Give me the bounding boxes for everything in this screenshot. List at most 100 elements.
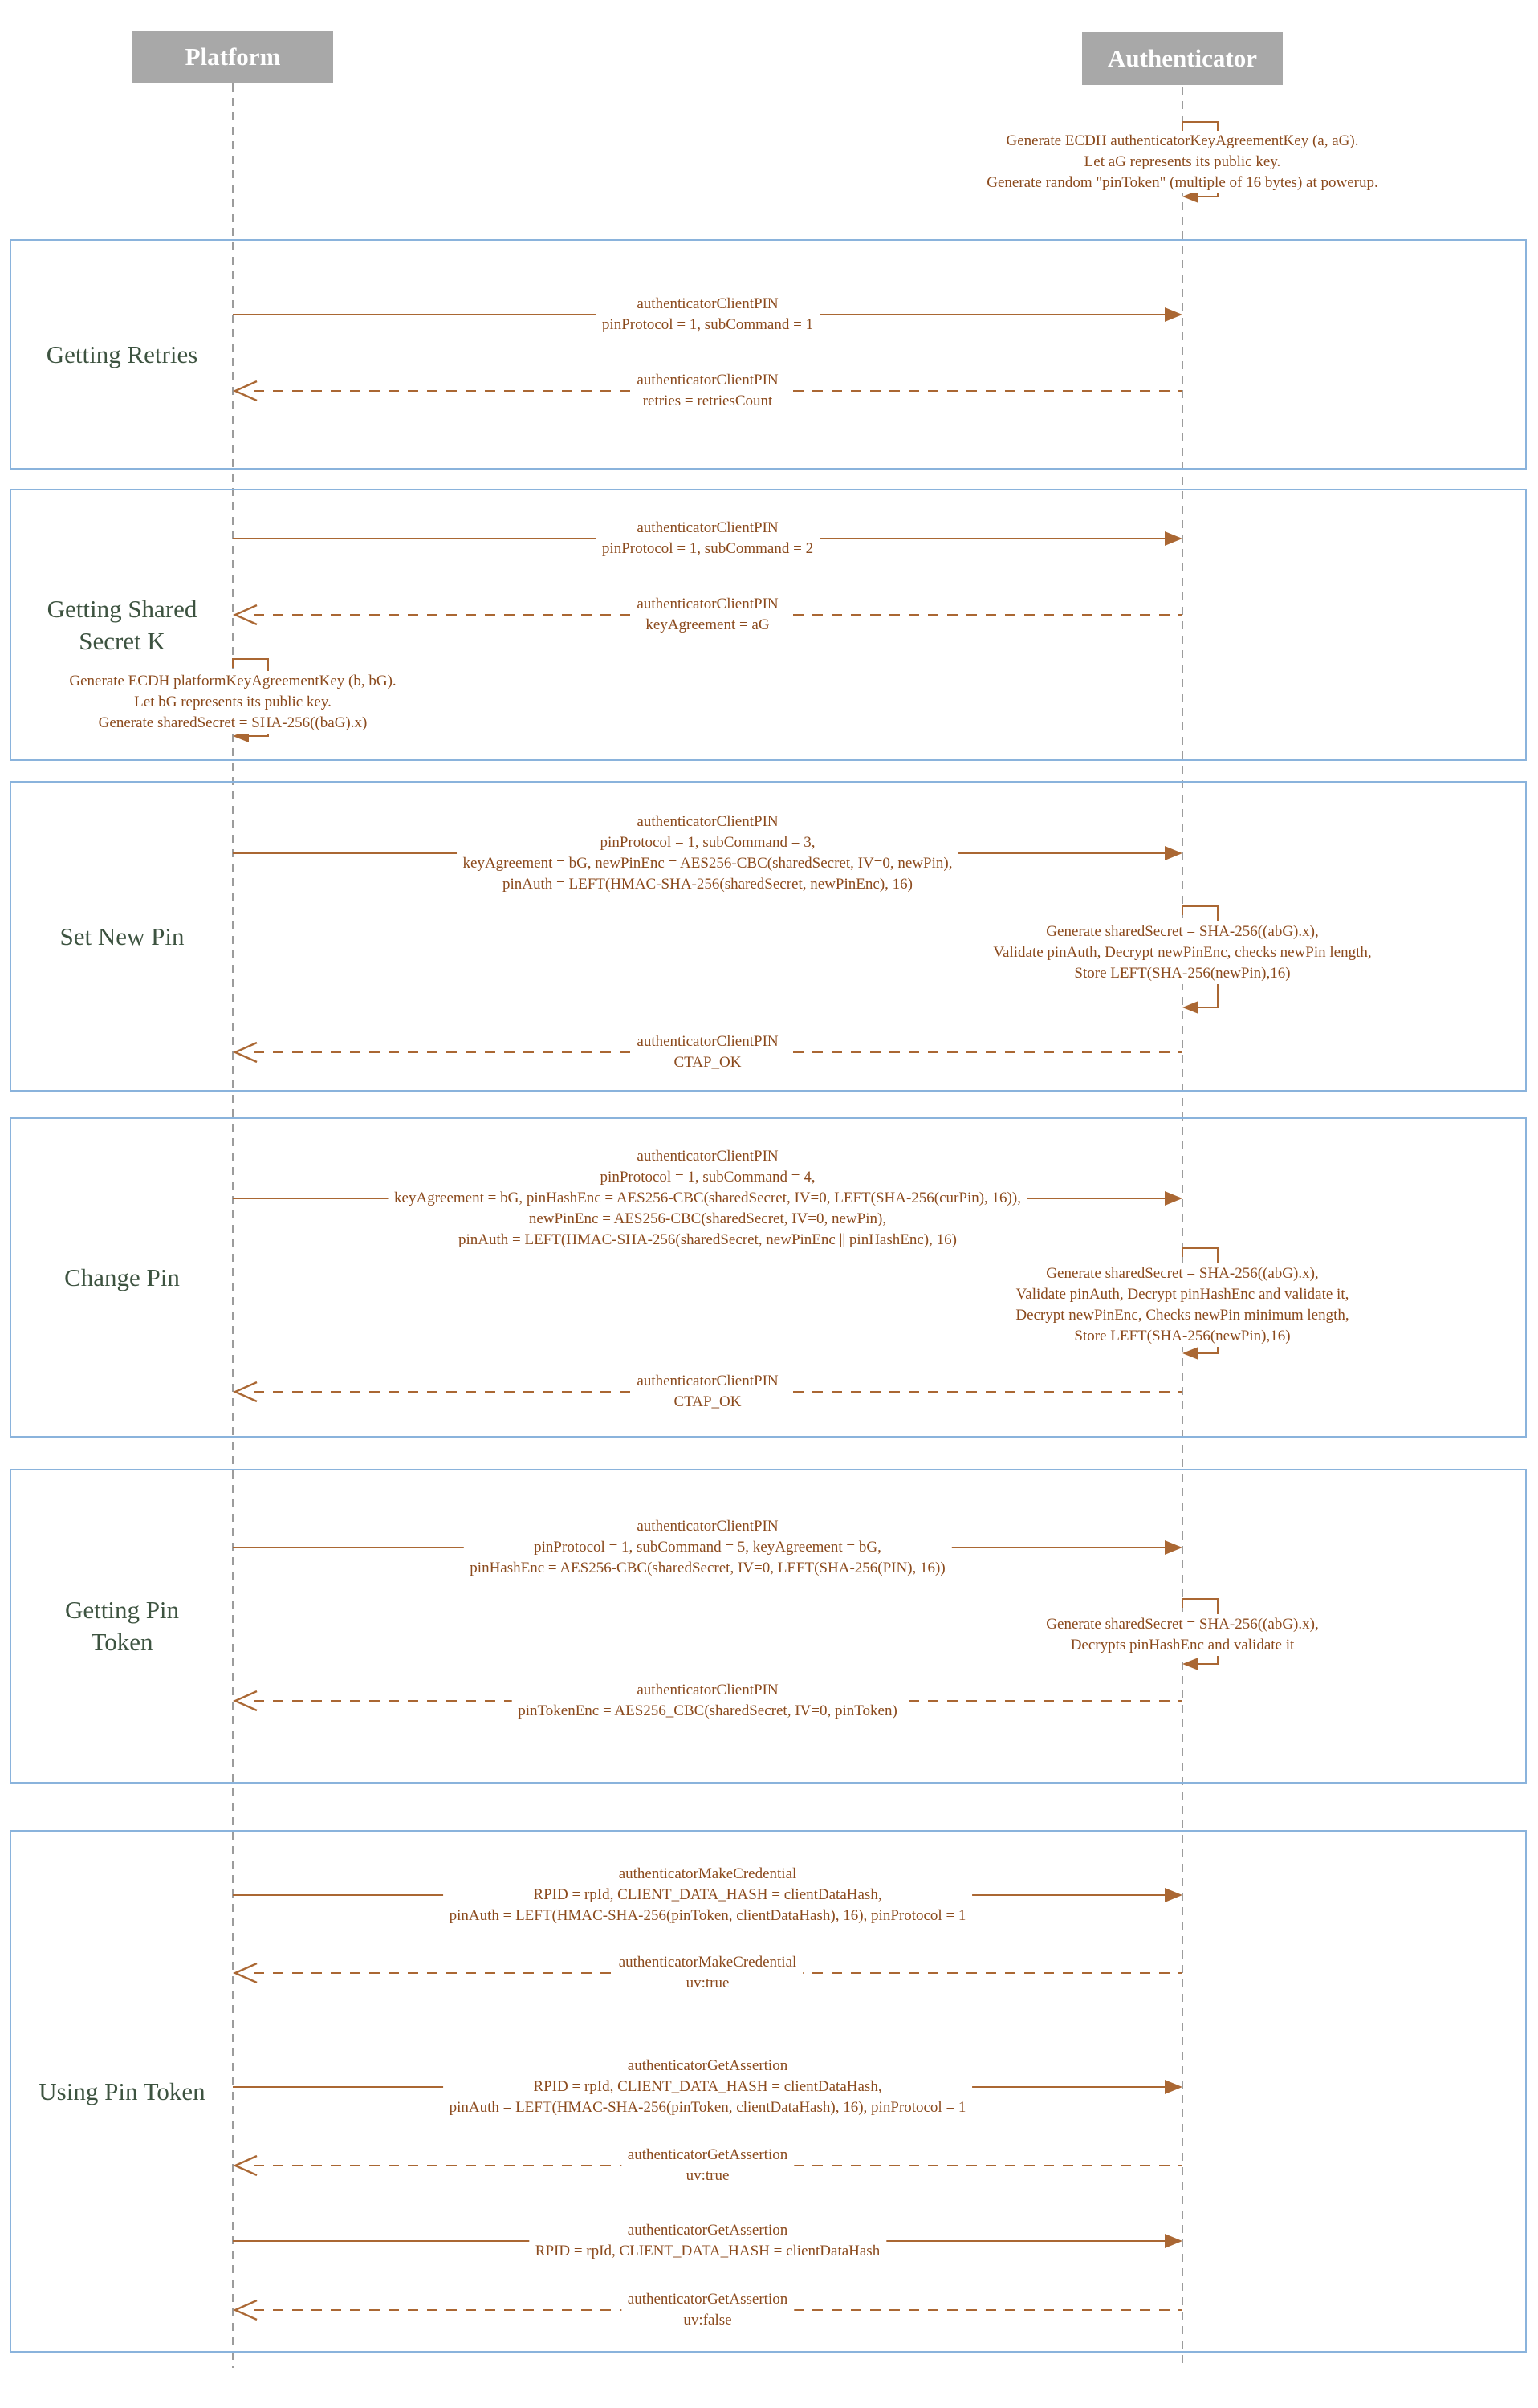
open-arrowhead-icon [233,1961,258,1989]
message-label: authenticatorMakeCredential uv:true [612,1952,804,1994]
section-title-line: Secret K [79,626,165,655]
message-label-line: RPID = rpId, CLIENT_DATA_HASH = clientDa… [535,2243,881,2260]
message-label-line: authenticatorGetAssertion [627,2222,788,2239]
arrowhead-icon [1165,531,1182,546]
self-note-text: Generate ECDH authenticatorKeyAgreementK… [982,131,1383,193]
section-getting-retries [10,239,1527,470]
message-label-line: keyAgreement = bG, newPinEnc = AES256-CB… [462,855,953,872]
arrowhead-icon [1165,1191,1182,1206]
self-note-line: Let aG represents its public key. [1084,153,1281,170]
self-loop-bracket [1182,121,1219,131]
self-note-line: Store LEFT(SHA-256(newPin),16) [1074,1328,1291,1344]
open-arrowhead-icon [233,2154,258,2182]
open-arrowhead-icon [233,1689,258,1717]
section-getting-shared-secret-k [10,489,1527,761]
arrowhead-icon [1165,2234,1182,2248]
self-arrowhead-icon [1182,1658,1198,1670]
section-title-line: Getting Retries [46,340,198,368]
message-label-line: uv:true [686,2167,730,2184]
section-title-line: Change Pin [64,1263,180,1291]
self-loop-return-line [246,735,269,737]
self-loop-bracket [1182,1598,1219,1608]
section-getting-pin-token [10,1469,1527,1784]
section-title-line: Using Pin Token [39,2076,205,2105]
arrowhead-icon [1165,1888,1182,1902]
self-arrowhead-icon [1182,1347,1198,1360]
message-label-line: pinAuth = LEFT(HMAC-SHA-256(pinToken, cl… [449,1907,966,1924]
self-note-line: Generate random "pinToken" (multiple of … [987,174,1378,191]
authenticator-actor-box: Authenticator [1082,32,1283,85]
message-label-line: pinProtocol = 1, subCommand = 2 [601,540,814,557]
message-label: authenticatorClientPIN pinProtocol = 1, s… [463,1516,952,1579]
message-label-line: keyAgreement = aG [645,616,770,633]
self-note-text: Generate sharedSecret = SHA-256((abG).x)… [988,921,1377,984]
section-title: Using Pin Token [11,1830,233,2353]
self-loop-return-line [1195,196,1219,197]
message-label: authenticatorClientPIN pinProtocol = 1, s… [388,1146,1027,1251]
self-note-text: Generate sharedSecret = SHA-256((abG).x)… [1011,1263,1354,1347]
self-loop-bracket [232,658,269,668]
section-title: Getting Retries [11,239,233,470]
self-note-line: Generate sharedSecret = SHA-256((abG).x)… [1046,1265,1319,1282]
message-label-line: pinProtocol = 1, subCommand = 4, [600,1169,816,1186]
message-label: authenticatorClientPIN pinProtocol = 1, s… [595,294,820,336]
authenticator-lifeline [1182,87,1183,2368]
self-loop-return-line [1195,1663,1219,1665]
message-label-line: newPinEnc = AES256-CBC(sharedSecret, IV=… [528,1210,887,1227]
self-note-line: Generate sharedSecret = SHA-256((abG).x)… [1046,1616,1319,1633]
message-label-line: pinAuth = LEFT(HMAC-SHA-256(pinToken, cl… [449,2099,966,2116]
self-loop-return-line [1195,1007,1219,1008]
message-label-line: authenticatorGetAssertion [627,2291,788,2308]
arrowhead-icon [1165,307,1182,322]
message-label: authenticatorGetAssertion uv:false [620,2289,795,2331]
message-label-line: authenticatorClientPIN [637,1148,779,1165]
self-note-line: Validate pinAuth, Decrypt newPinEnc, che… [993,944,1372,961]
message-label-line: authenticatorClientPIN [637,813,779,830]
self-note-line: Generate ECDH platformKeyAgreementKey (b… [69,673,397,689]
message-label-line: authenticatorClientPIN [637,1373,779,1389]
self-loop-bracket [1182,1247,1219,1257]
open-arrowhead-icon [233,2298,258,2326]
open-arrowhead-icon [233,1040,258,1068]
section-title-line: Getting Pin [64,1596,180,1624]
section-set-new-pin [10,781,1527,1092]
open-arrowhead-icon [233,1380,258,1408]
message-label-line: pinProtocol = 1, subCommand = 1 [601,316,814,333]
self-arrowhead-icon [1182,1001,1198,1014]
message-label-line: authenticatorGetAssertion [627,2057,788,2074]
arrowhead-icon [1165,846,1182,860]
section-title: Change Pin [11,1117,233,1438]
arrowhead-icon [1165,2080,1182,2094]
message-label: authenticatorClientPIN CTAP_OK [630,1031,785,1073]
message-label-line: retries = retriesCount [642,393,773,409]
message-label-line: uv:false [683,2312,732,2329]
message-label-line: pinProtocol = 1, subCommand = 5, keyAgre… [534,1539,881,1556]
message-label-line: authenticatorClientPIN [637,596,779,612]
self-note-line: Store LEFT(SHA-256(newPin),16) [1074,965,1291,982]
open-arrowhead-icon [233,603,258,631]
message-label-line: CTAP_OK [673,1393,742,1410]
message-label: authenticatorClientPIN CTAP_OK [630,1371,785,1413]
message-label: authenticatorClientPIN pinProtocol = 1, s… [595,518,820,559]
message-label-line: RPID = rpId, CLIENT_DATA_HASH = clientDa… [533,1886,882,1903]
message-label-line: authenticatorMakeCredential [618,1954,797,1971]
message-label-line: authenticatorClientPIN [637,1518,779,1535]
message-label-line: uv:true [686,1975,730,1991]
self-note-line: Generate sharedSecret = SHA-256((baG).x) [98,714,368,731]
message-label-line: CTAP_OK [673,1054,742,1071]
message-label-line: authenticatorClientPIN [637,295,779,312]
message-label-line: authenticatorClientPIN [637,519,779,536]
message-label-line: pinHashEnc = AES256-CBC(sharedSecret, IV… [470,1560,946,1576]
section-title-line: Getting Shared [47,594,197,623]
open-arrowhead-icon [233,379,258,407]
message-label-line: authenticatorClientPIN [637,1033,779,1050]
message-label-line: RPID = rpId, CLIENT_DATA_HASH = clientDa… [533,2078,882,2095]
